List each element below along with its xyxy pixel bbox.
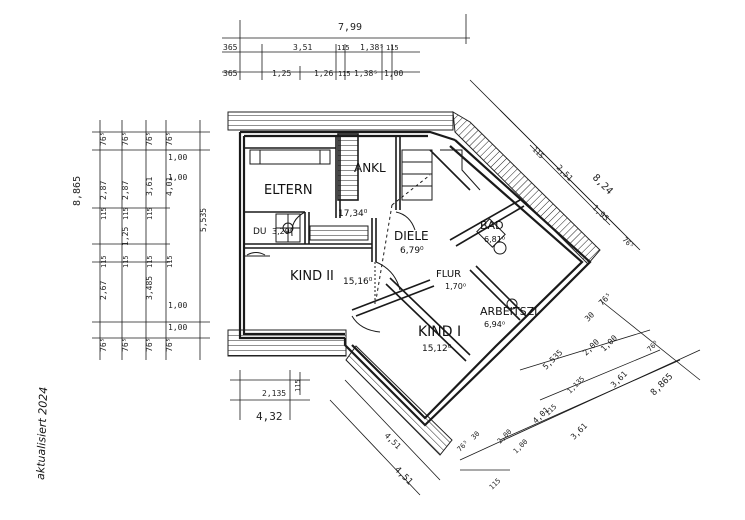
dim-bottom-f0: 76⁵	[456, 439, 471, 454]
room-label-arbeitszi: ARBEITSZI	[480, 305, 537, 318]
dim-top-r1-0: 365	[223, 43, 238, 52]
dim-left-c1-0: 76⁵	[99, 132, 108, 146]
dim-left-c4-2: 115	[166, 255, 174, 268]
room-label-flur: FLUR	[436, 269, 461, 280]
dim-left-in-1: 1,00	[168, 173, 187, 182]
dim-top-r2-1: 1,25	[272, 69, 291, 78]
room-area-bad: 6,81⁰	[484, 235, 505, 244]
margin-note: aktualisiert 2024	[34, 387, 50, 481]
dim-left-c1-2: 115	[100, 207, 108, 220]
dim-bottom-a: 2,135	[262, 389, 286, 398]
dim-left-in-0: 1,00	[168, 153, 187, 162]
dim-left-c4-0: 76⁵	[165, 132, 174, 146]
dim-left-in-3: 1,00	[168, 301, 187, 310]
dim-left-c1-1: 2,87	[99, 181, 108, 200]
dim-left-c3-5: 76⁵	[145, 338, 154, 352]
fixtures	[244, 149, 518, 333]
room-label-kind1: KIND I	[418, 324, 461, 340]
dim-bottom-d: 4,51	[383, 431, 403, 451]
dim-left-c1-4: 115	[100, 255, 108, 268]
dim-right-lo-6: 8,865	[649, 372, 675, 398]
dim-left-c3-1: 3,485	[145, 276, 154, 300]
dim-left-c3-4: 115	[146, 255, 154, 268]
dimension-text-bottom: 2,135 115 4,32 4,51 4,51 76⁵ 30 2,00 1,0…	[256, 379, 589, 491]
outer-walls	[238, 130, 592, 427]
dimension-lines-bottom	[230, 370, 510, 496]
dim-bottom-b: 115	[294, 379, 302, 392]
dimension-lines-top	[222, 14, 470, 80]
dim-left-c2-0: 76⁵	[121, 132, 130, 146]
dim-right-lo-2: 5,535	[541, 348, 565, 372]
dim-left-overall: 8,865	[72, 176, 83, 206]
inner-walls	[244, 133, 527, 362]
dim-top-r1-3: 1,38⁵	[360, 43, 384, 52]
dim-left-c3-3: 3,61	[145, 177, 154, 196]
dim-bottom-e: 4,51	[392, 465, 414, 487]
room-label-bad: BAD	[480, 219, 504, 232]
dimension-lines-left	[92, 120, 210, 360]
dim-right-up-2: 1,95	[591, 203, 611, 223]
dim-right-lo-1: 76⁵	[597, 291, 614, 308]
room-area-diele: 6,79⁰	[400, 246, 424, 256]
dim-top-r2-4: 1,38⁵	[354, 69, 378, 78]
room-label-kind2: KIND II	[290, 269, 334, 284]
dim-top-r2-0: 365	[223, 69, 238, 78]
dim-left-c3-2: 115	[146, 207, 154, 220]
dim-top-overall: 7,99	[338, 22, 362, 33]
room-area-arbeitszi: 6,94⁰	[484, 320, 505, 329]
dim-left-c1-3: 2,67	[99, 281, 108, 300]
dim-left-c2-3: 1,25	[121, 227, 130, 246]
room-label-eltern: ELTERN	[264, 183, 313, 198]
roof-hatching	[227, 111, 601, 456]
dim-left-c3-0: 76⁵	[145, 132, 154, 146]
dim-right-lo-0: 30	[583, 310, 596, 323]
dim-right-lo-4: 1,00	[599, 333, 619, 353]
dim-bottom-f1: 30	[470, 430, 482, 442]
dim-left-c2-4: 115	[122, 255, 130, 268]
room-area-kind2: 15,16⁰	[343, 277, 373, 287]
dim-right-overall: 8,24	[590, 172, 615, 197]
dim-bottom-f6: 115	[488, 477, 503, 492]
dim-top-r1-1: 3,51	[293, 43, 312, 52]
room-area-flur: 1,70⁰	[445, 282, 466, 291]
dim-left-c2-2: 115	[122, 207, 130, 220]
dim-left-c2-1: 2,87	[121, 181, 130, 200]
dim-top-r2-3: 115	[338, 70, 351, 78]
dim-right-up-3: 76⁵	[621, 236, 636, 251]
dim-left-c4-1: 4,01	[165, 177, 174, 196]
dim-bottom-f3: 1,00	[512, 438, 530, 456]
dim-bottom-f5: 3,61	[569, 421, 589, 441]
dim-top-r1-4: 115	[386, 44, 399, 52]
dim-top-r2-5: 1,00	[384, 69, 403, 78]
dim-right-lo-5: 3,61	[609, 369, 629, 389]
dim-left-in-4: 1,00	[168, 323, 187, 332]
dim-top-r1-2: 115	[337, 44, 350, 52]
room-label-ankl: ANKL	[354, 161, 386, 175]
dimension-text-left: 8,865 76⁵ 2,87 115 2,67 115 76⁵ 76⁵ 2,87…	[72, 132, 208, 352]
dimension-text-right: 8,24 115 2,51 1,95 76⁵ 30 76⁵ 5,535 2,00…	[531, 146, 676, 418]
room-area-kind1: 15,12⁰	[422, 344, 452, 354]
room-label-diele: DIELE	[394, 229, 429, 243]
room-area-ankl: 17,34⁰	[338, 209, 368, 219]
dimension-lines-right	[459, 79, 701, 461]
room-labels: ELTERN ANKL 17,34⁰ DIELE 6,79⁰ BAD 6,81⁰…	[253, 161, 537, 354]
dim-bottom-c: 4,32	[256, 410, 283, 423]
dim-left-c2-5: 76⁵	[121, 338, 130, 352]
dim-top-r2-2: 1,26	[314, 69, 333, 78]
room-area-dusche: 3,29⁰	[272, 227, 293, 236]
dim-left-c4-3: 76⁵	[165, 338, 174, 352]
room-label-dusche: DU	[253, 227, 267, 237]
dimension-text-top: 7,99 365 3,51 115 1,38⁵ 115 365 1,25 1,2…	[223, 22, 403, 78]
dim-right-lo-8: 1,135	[566, 375, 587, 396]
dim-left-c1-5: 76⁵	[99, 338, 108, 352]
dim-left-in-2: 5,535	[199, 208, 208, 232]
dim-right-lo-7: 76⁵	[646, 339, 661, 354]
